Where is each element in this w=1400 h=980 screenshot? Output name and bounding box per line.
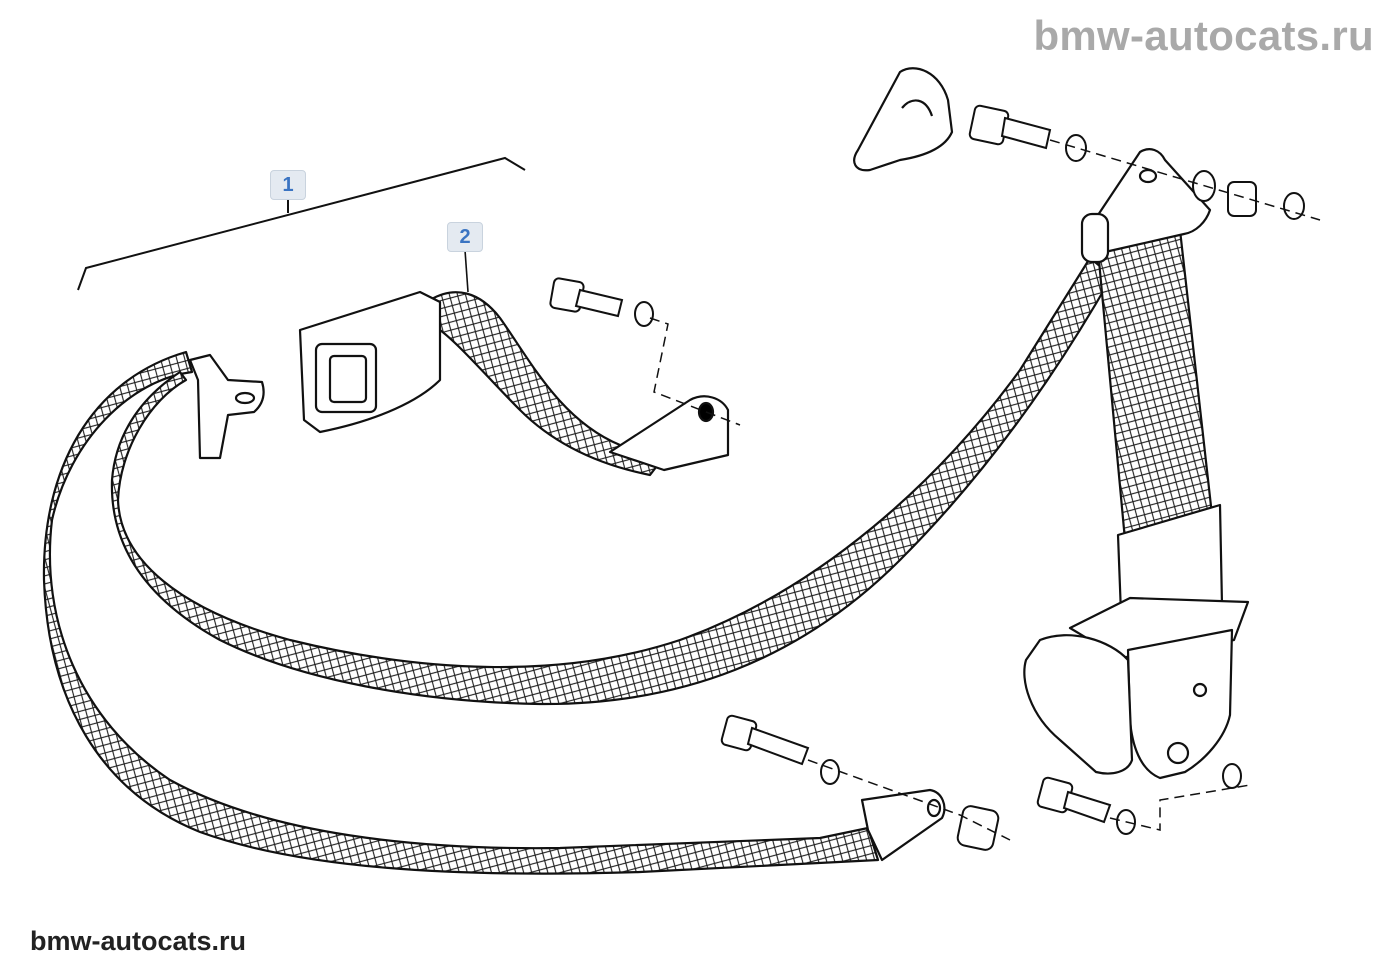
callout-2[interactable]: 2 bbox=[447, 222, 483, 252]
hardware-bolts bbox=[549, 104, 1305, 851]
upper-anchor-plate bbox=[1080, 148, 1212, 264]
lap-belt-webbing bbox=[42, 256, 1114, 875]
trim-cover bbox=[853, 67, 954, 172]
buckle-stalk bbox=[298, 290, 730, 477]
shoulder-strap bbox=[1096, 228, 1214, 542]
watermark-top: bmw-autocats.ru bbox=[1033, 12, 1374, 59]
tongue-plate bbox=[188, 353, 265, 460]
callout-2-leader bbox=[464, 249, 469, 293]
retractor-unit bbox=[1023, 503, 1250, 780]
callout-1[interactable]: 1 bbox=[270, 170, 306, 200]
group-bracket-line bbox=[77, 156, 526, 291]
watermark-bottom: bmw-autocats.ru bbox=[30, 926, 247, 956]
assembly-axis-lines bbox=[649, 139, 1321, 841]
